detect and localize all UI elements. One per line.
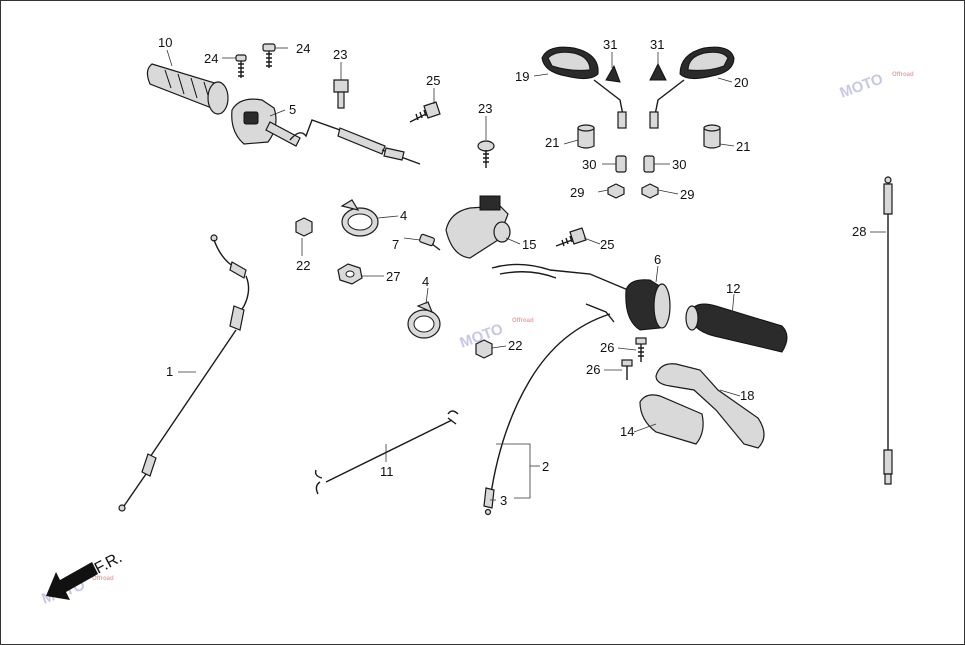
adaptor-30a bbox=[615, 155, 627, 173]
bolt-25a bbox=[409, 101, 441, 123]
mirror-cap-31a bbox=[605, 64, 621, 83]
label-11: 11 bbox=[380, 464, 394, 479]
lever-holder-15 bbox=[445, 195, 511, 259]
brake-switch-7 bbox=[419, 233, 441, 251]
label-26b: 26 bbox=[586, 362, 600, 377]
label-18: 18 bbox=[740, 388, 754, 403]
label-21b: 21 bbox=[736, 139, 750, 154]
label-4b: 4 bbox=[422, 274, 429, 289]
label-26a: 26 bbox=[600, 340, 614, 355]
boot-21a bbox=[577, 124, 595, 149]
part-labels: 10 24 24 23 25 5 23 19 31 31 20 21 21 30… bbox=[158, 35, 866, 508]
label-24b: 24 bbox=[296, 41, 310, 56]
throttle-cable-1 bbox=[118, 234, 250, 512]
watermark-top-right: MOTO Offroad bbox=[838, 70, 914, 101]
label-30a: 30 bbox=[582, 157, 596, 172]
label-6: 6 bbox=[654, 252, 661, 267]
label-23b: 23 bbox=[478, 101, 492, 116]
label-23a: 23 bbox=[333, 47, 347, 62]
label-14: 14 bbox=[620, 424, 634, 439]
watermark-text: MOTO bbox=[838, 70, 886, 101]
label-21a: 21 bbox=[545, 135, 559, 150]
brake-lever-18 bbox=[655, 363, 765, 449]
bolt-26a bbox=[635, 337, 647, 362]
screw-24b bbox=[262, 43, 276, 68]
clamp-4b bbox=[407, 301, 441, 339]
mirror-left bbox=[541, 46, 627, 129]
cable-28 bbox=[883, 176, 893, 485]
nut-29a bbox=[607, 183, 625, 199]
wire-11 bbox=[314, 410, 459, 495]
switch-harness bbox=[491, 263, 629, 323]
bolt-26b bbox=[621, 359, 633, 380]
cable-2 bbox=[483, 313, 611, 516]
cap-nut-22a bbox=[295, 217, 313, 237]
label-4a: 4 bbox=[400, 208, 407, 223]
label-5: 5 bbox=[289, 102, 296, 117]
label-12: 12 bbox=[726, 281, 740, 296]
adaptor-30b bbox=[643, 155, 655, 173]
cap-nut-22b bbox=[475, 339, 493, 359]
boot-21b bbox=[703, 124, 721, 149]
label-22a: 22 bbox=[296, 258, 310, 273]
mirror-right bbox=[649, 46, 735, 129]
watermark-subtext: Offroad bbox=[892, 72, 914, 78]
right-grip bbox=[685, 303, 788, 353]
label-1: 1 bbox=[166, 364, 173, 379]
watermark-center: MOTO Offroad bbox=[458, 318, 534, 352]
label-30b: 30 bbox=[672, 157, 686, 172]
label-27: 27 bbox=[386, 269, 400, 284]
label-25a: 25 bbox=[426, 73, 440, 88]
nut-29b bbox=[641, 183, 659, 199]
label-31b: 31 bbox=[650, 37, 664, 52]
clamp-4a bbox=[340, 199, 379, 237]
label-3: 3 bbox=[500, 493, 507, 508]
direction-label: F.R. bbox=[92, 549, 125, 577]
nut-27 bbox=[337, 263, 363, 285]
label-29a: 29 bbox=[570, 185, 584, 200]
label-19: 19 bbox=[515, 69, 529, 84]
label-2: 2 bbox=[542, 459, 549, 474]
left-grip bbox=[146, 63, 229, 115]
bolt-25b bbox=[555, 227, 587, 247]
screw-24a bbox=[235, 54, 247, 78]
bolt-23b bbox=[477, 140, 495, 168]
bolt-23a bbox=[333, 79, 349, 109]
watermark-subtext: Offroad bbox=[512, 318, 534, 324]
watermark-subtext: Offroad bbox=[92, 576, 114, 582]
label-20: 20 bbox=[734, 75, 748, 90]
label-28: 28 bbox=[852, 224, 866, 239]
label-24a: 24 bbox=[204, 51, 218, 66]
lever-guard-14 bbox=[639, 394, 704, 445]
label-25b: 25 bbox=[600, 237, 614, 252]
label-29b: 29 bbox=[680, 187, 694, 202]
label-31a: 31 bbox=[603, 37, 617, 52]
label-10: 10 bbox=[158, 35, 172, 50]
left-switch-housing bbox=[231, 98, 301, 147]
right-switch-housing bbox=[625, 279, 671, 331]
label-7: 7 bbox=[392, 237, 399, 252]
label-15: 15 bbox=[522, 237, 536, 252]
leader-lines bbox=[166, 47, 886, 501]
throttle-cable-upper bbox=[289, 119, 421, 165]
mirror-cap-31b bbox=[649, 62, 667, 81]
label-22b: 22 bbox=[508, 338, 522, 353]
arrow-down-left-icon bbox=[46, 562, 98, 600]
